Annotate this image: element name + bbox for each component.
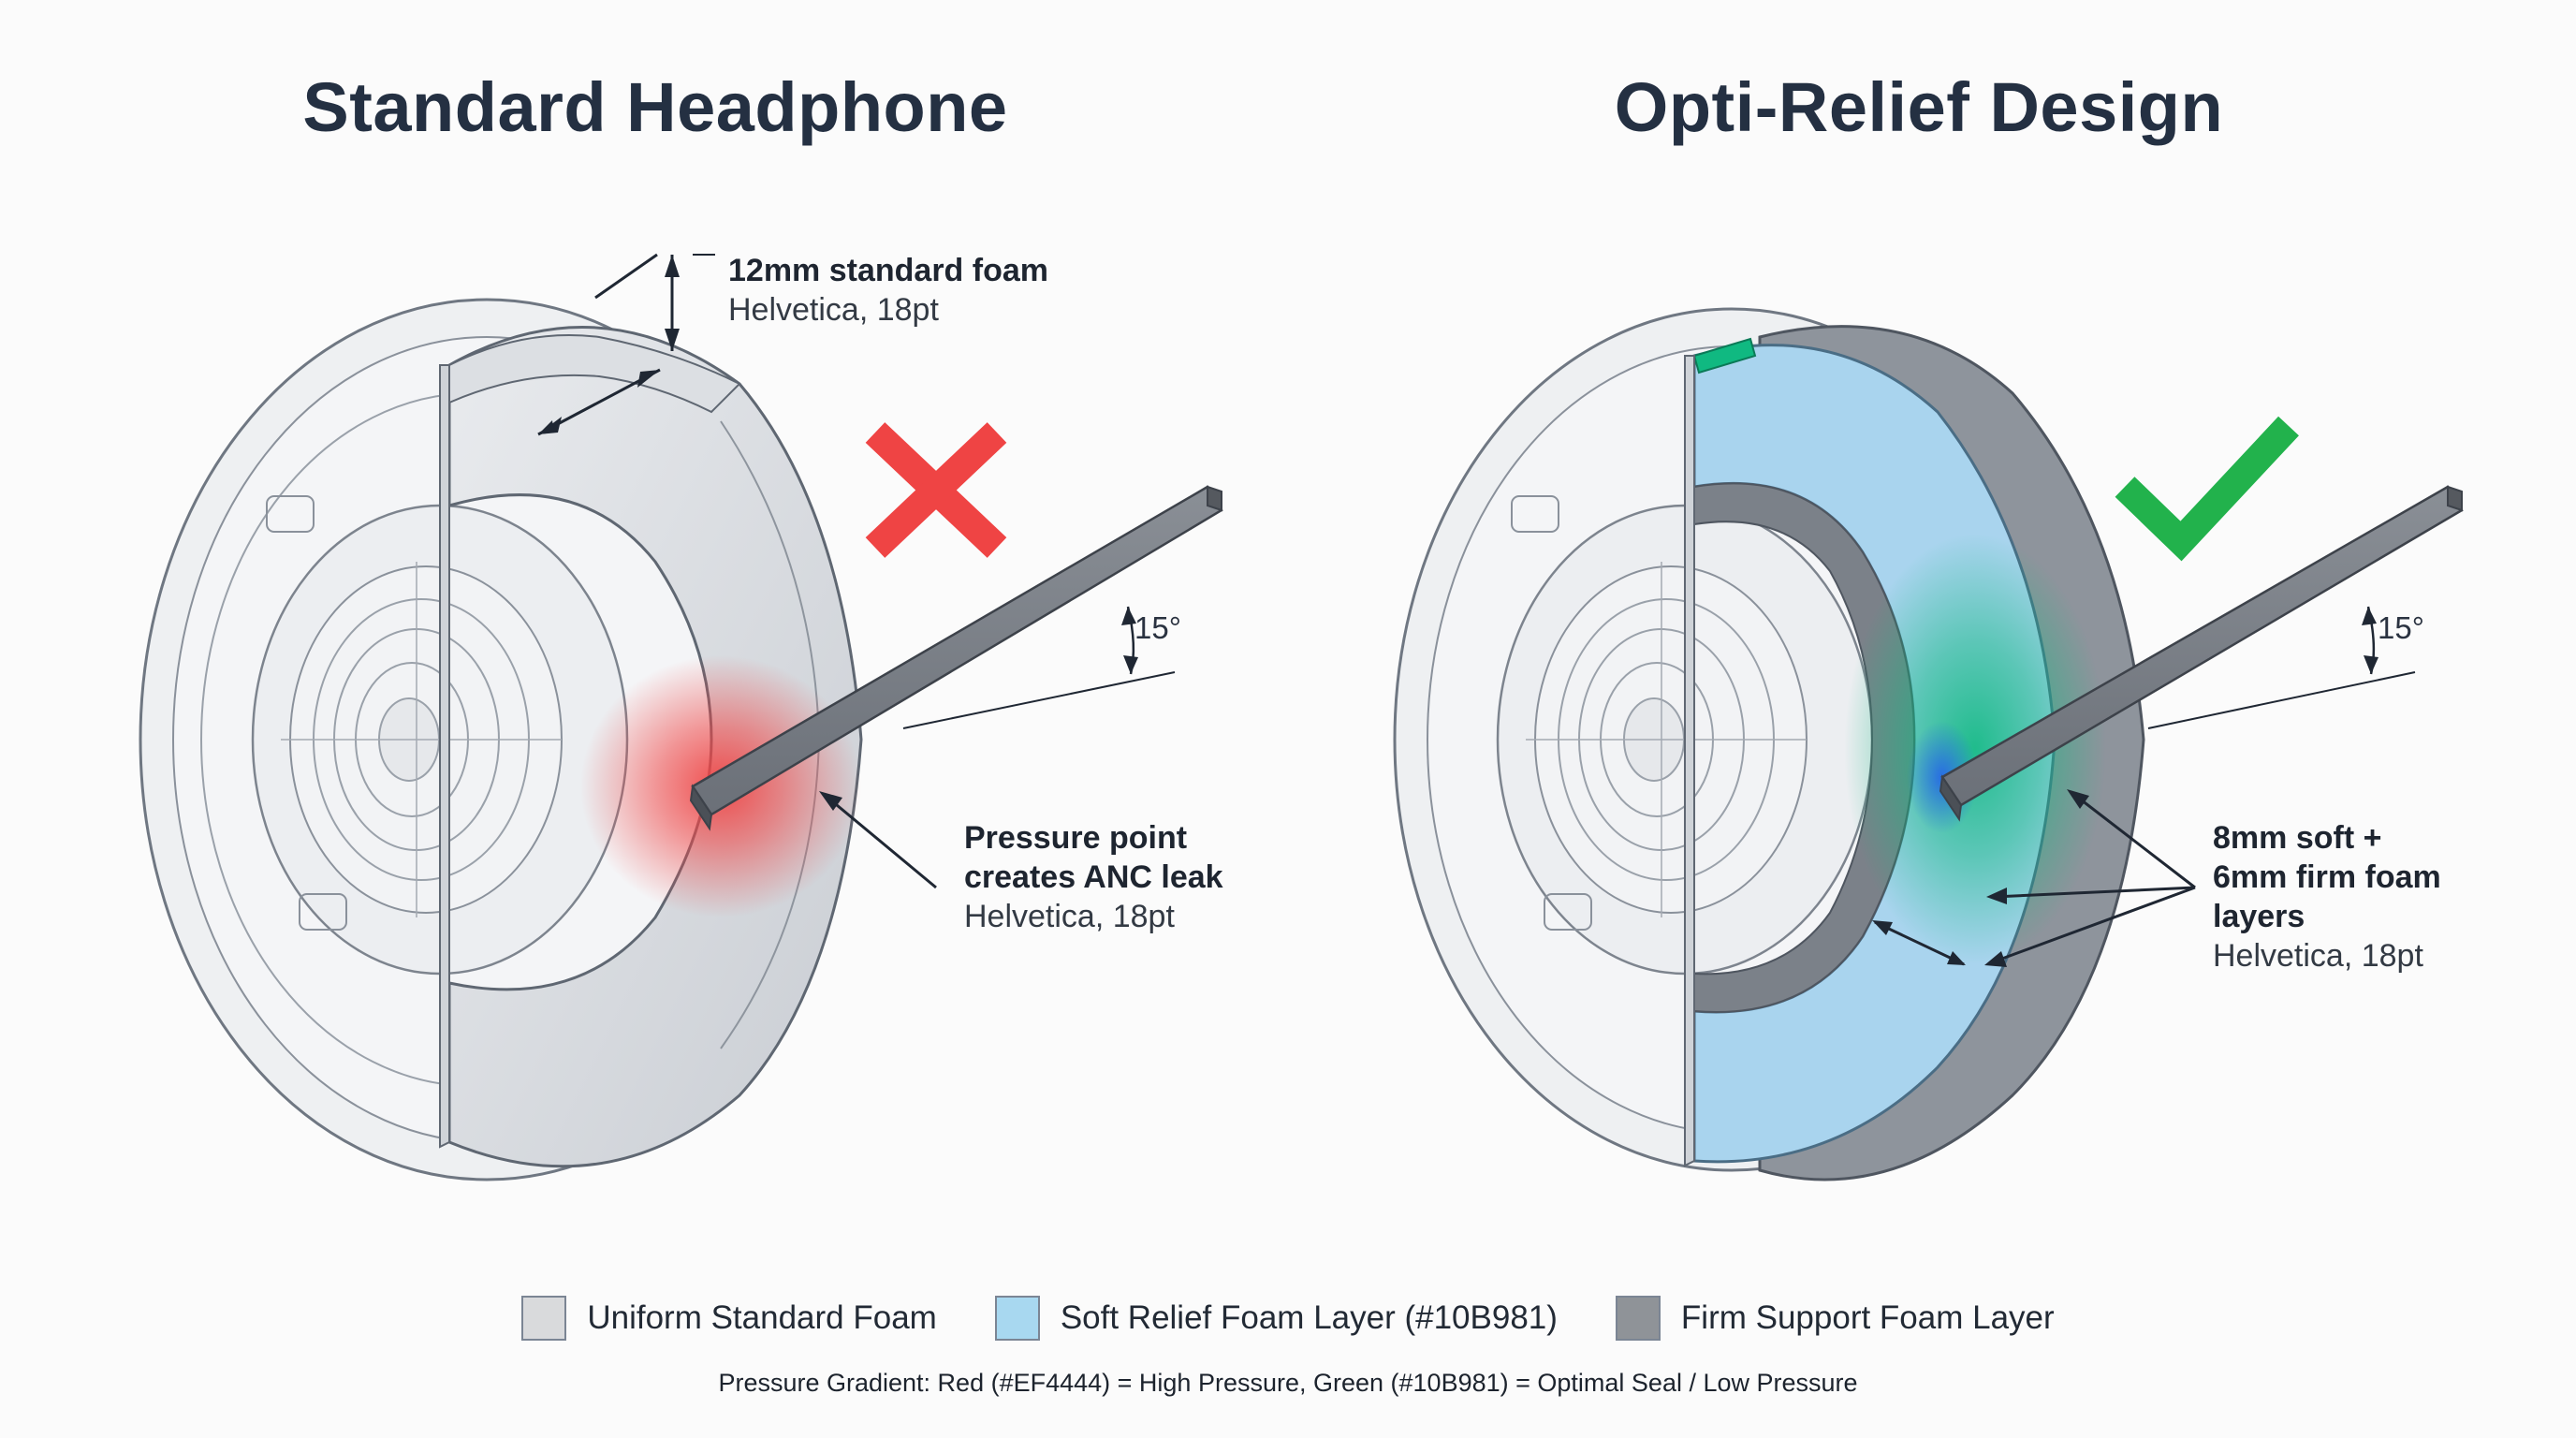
legend-swatch-soft-relief <box>994 1296 1040 1341</box>
foam-layers-line-3: layers <box>2213 899 2305 934</box>
legend-label-firm-support: Firm Support Foam Layer <box>1680 1299 2055 1336</box>
foam-thickness-label: 12mm standard foam <box>728 253 1048 288</box>
legend-item-standard-foam: Uniform Standard Foam <box>521 1296 937 1341</box>
pressure-point-line-2: creates ANC leak <box>964 859 1223 895</box>
legend-swatch-firm-support <box>1615 1296 1661 1341</box>
legend-swatch-standard-foam <box>521 1296 567 1341</box>
opti-relief-earcup-illustration <box>1393 307 2464 1181</box>
foam-layers-line-2: 6mm firm foam <box>2213 859 2441 895</box>
foam-layers-callout: 8mm soft + 6mm firm foam layers Helvetic… <box>2213 818 2441 976</box>
foam-layers-font-note: Helvetica, 18pt <box>2213 938 2423 974</box>
right-panel-title: Opti-Relief Design <box>1614 68 2224 146</box>
legend-label-soft-relief: Soft Relief Foam Layer (#10B981) <box>1060 1299 1558 1336</box>
foam-thickness-font-note: Helvetica, 18pt <box>728 292 939 328</box>
foam-layers-line-1: 8mm soft + <box>2213 820 2382 856</box>
left-angle-label: 15° <box>1134 610 1181 645</box>
right-angle-label: 15° <box>2378 610 2424 645</box>
pressure-point-line-1: Pressure point <box>964 820 1188 856</box>
legend: Uniform Standard Foam Soft Relief Foam L… <box>0 1296 2576 1341</box>
seal-zone <box>1844 534 2106 964</box>
x-mark-icon <box>865 422 1007 558</box>
legend-item-firm-support: Firm Support Foam Layer <box>1615 1296 2055 1341</box>
pressure-point-callout: Pressure point creates ANC leak Helvetic… <box>964 818 1223 936</box>
pressure-point-font-note: Helvetica, 18pt <box>964 899 1175 934</box>
foam-thickness-callout: 12mm standard foam Helvetica, 18pt <box>728 251 1048 330</box>
check-mark-icon <box>2115 416 2299 562</box>
left-panel-title: Standard Headphone <box>302 68 1008 146</box>
pressure-gradient-footnote: Pressure Gradient: Red (#EF4444) = High … <box>718 1369 1858 1397</box>
legend-item-soft-relief: Soft Relief Foam Layer (#10B981) <box>994 1296 1558 1341</box>
legend-label-standard-foam: Uniform Standard Foam <box>587 1299 937 1336</box>
standard-earcup-illustration <box>139 253 1223 1181</box>
